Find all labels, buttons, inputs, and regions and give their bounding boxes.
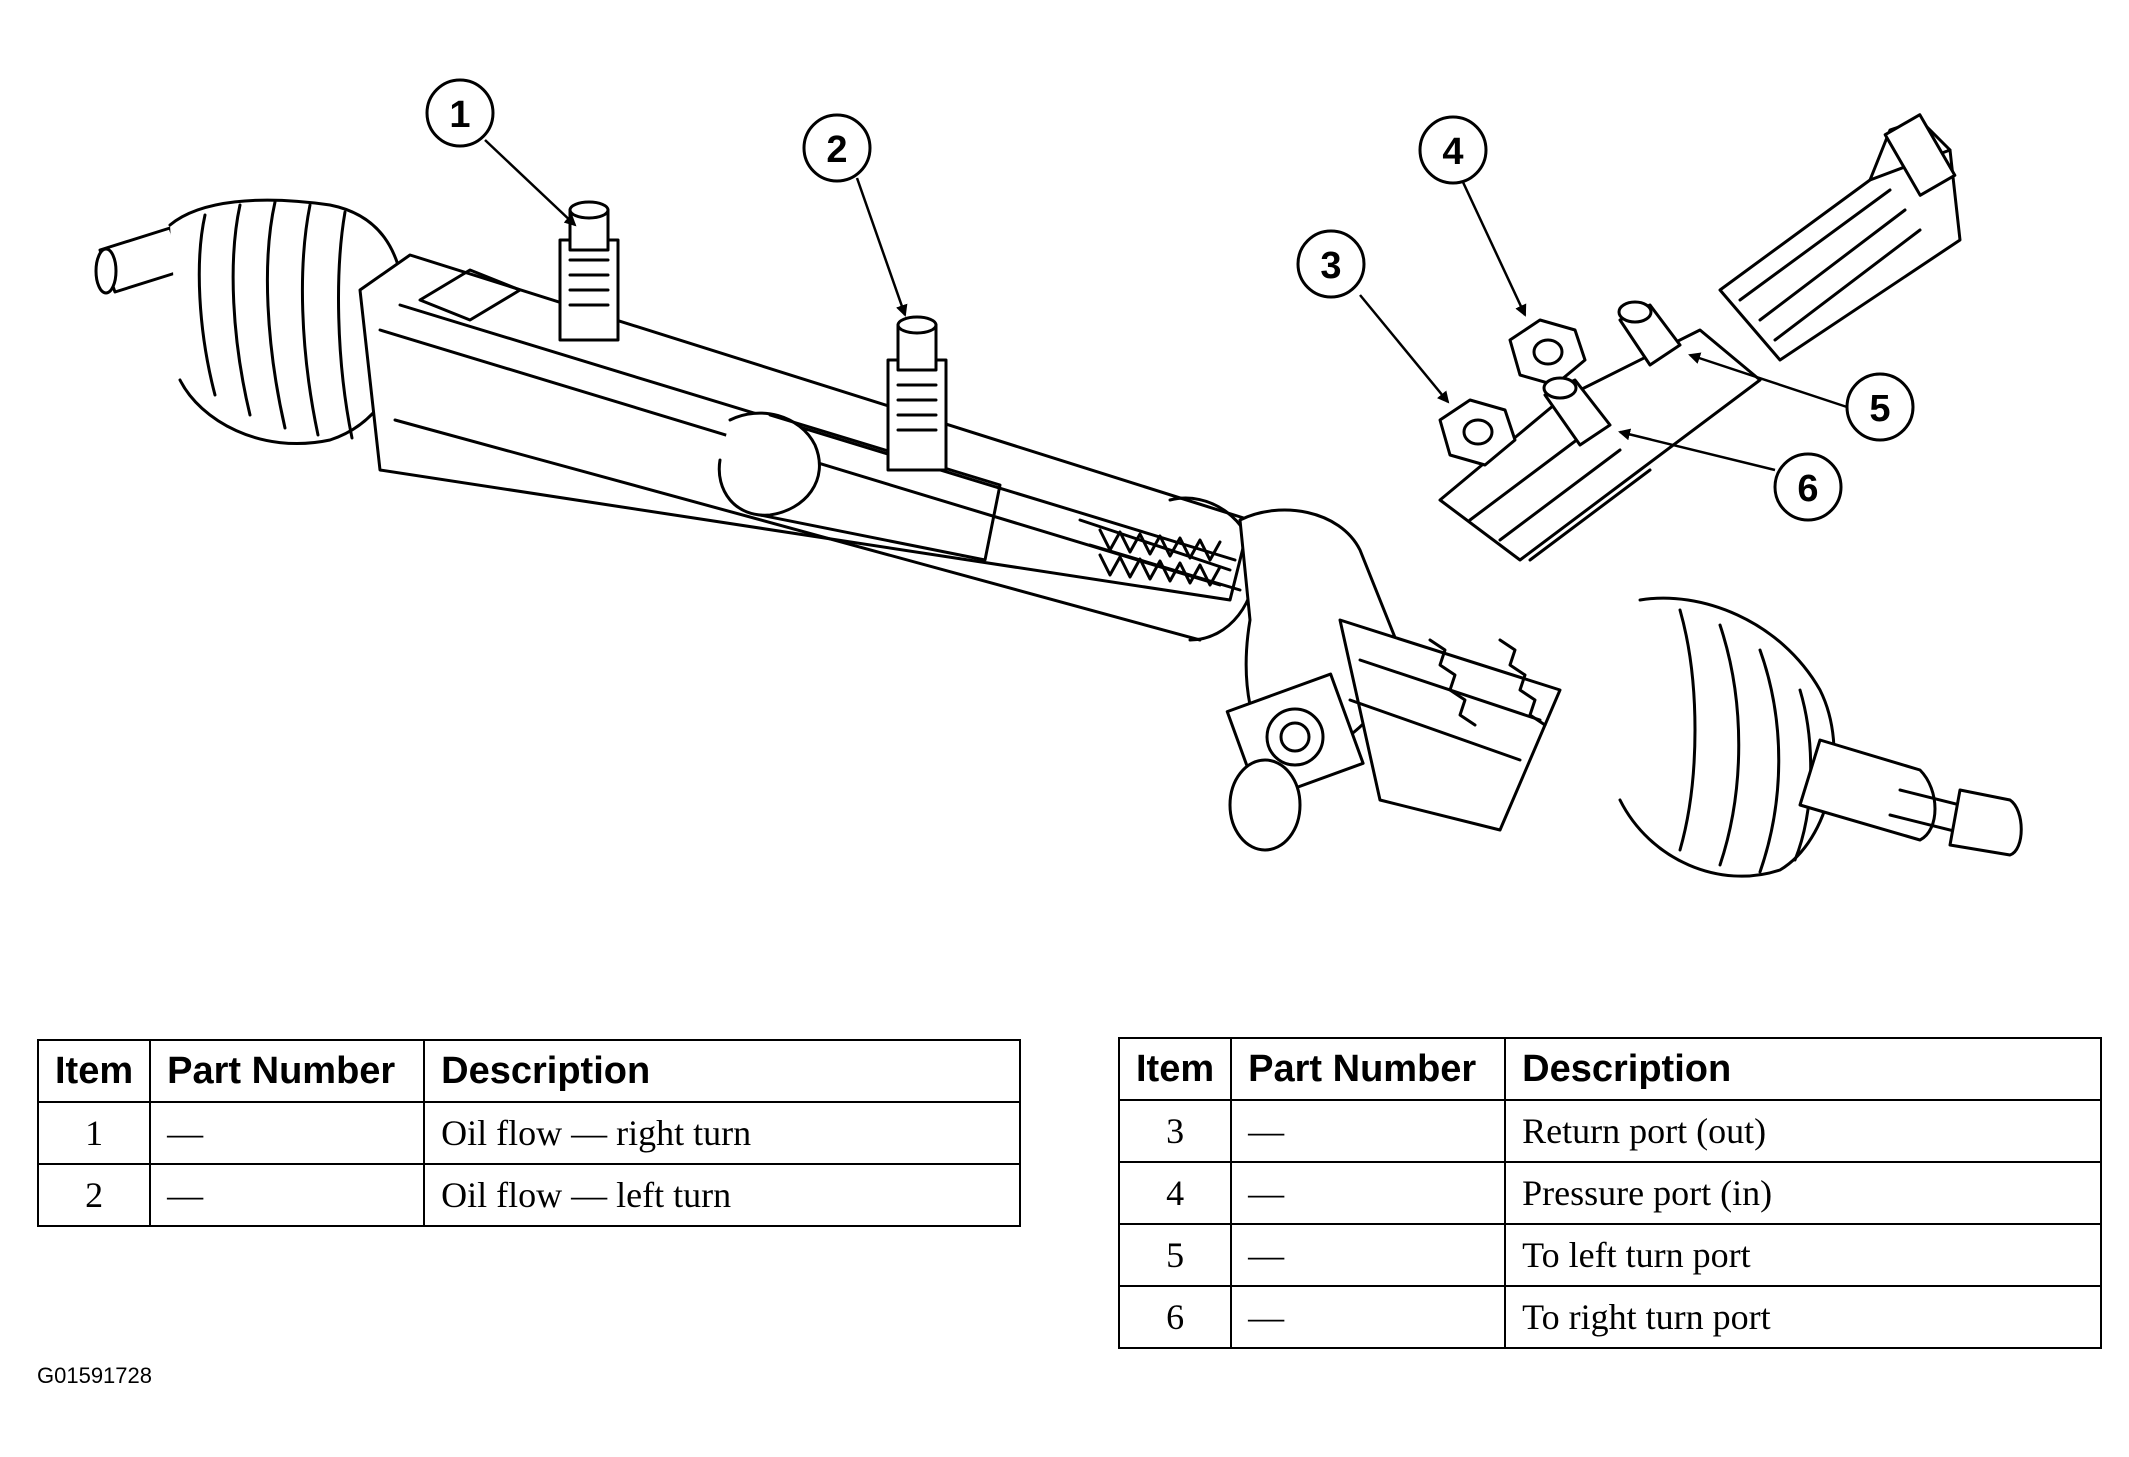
header-description: Description: [1504, 1037, 2102, 1101]
cell-part-number: —: [149, 1101, 426, 1165]
header-description: Description: [423, 1039, 1021, 1103]
parts-table-right: Item Part Number Description 3 — Return …: [1117, 1037, 2102, 1349]
input-shaft: [1718, 113, 1962, 362]
rack-housing: [358, 253, 1257, 642]
callout-2-label: 2: [826, 129, 847, 171]
cell-description: Oil flow — left turn: [423, 1163, 1021, 1227]
cell-item: 4: [1117, 1161, 1233, 1225]
fitting-1: [558, 200, 620, 342]
steering-rack-diagram: 1 2 3 4 5 6: [94, 78, 2023, 878]
cell-description: To right turn port: [1504, 1285, 2102, 1349]
table-row: 6 — To right turn port: [1117, 1285, 2102, 1349]
table-row: 3 — Return port (out): [1117, 1099, 2102, 1163]
header-item: Item: [1117, 1037, 1233, 1101]
cell-item: 6: [1117, 1285, 1233, 1349]
cell-part-number: —: [1230, 1161, 1507, 1225]
cell-item: 5: [1117, 1223, 1233, 1287]
header-item: Item: [36, 1039, 152, 1103]
callout-4: 4: [1418, 115, 1488, 185]
cell-description: Return port (out): [1504, 1099, 2102, 1163]
table-row: 4 — Pressure port (in): [1117, 1161, 2102, 1225]
callout-6: 6: [1773, 452, 1843, 522]
table-header-row: Item Part Number Description: [36, 1039, 1021, 1103]
port-3-nut: [1438, 398, 1517, 467]
header-part-number: Part Number: [149, 1039, 426, 1103]
callout-4-label: 4: [1442, 131, 1463, 173]
callout-6-label: 6: [1797, 468, 1818, 510]
right-boot: [1618, 596, 1836, 878]
cell-part-number: —: [1230, 1223, 1507, 1287]
header-part-number: Part Number: [1230, 1037, 1507, 1101]
cell-description: Pressure port (in): [1504, 1161, 2102, 1225]
leader-line-6: [1618, 428, 1776, 472]
fitting-2: [886, 315, 948, 472]
callout-5-label: 5: [1869, 388, 1890, 430]
port-4-nut: [1508, 318, 1587, 387]
left-boot: [168, 198, 408, 445]
parts-table-left: Item Part Number Description 1 — Oil flo…: [36, 1039, 1021, 1227]
cell-description: To left turn port: [1504, 1223, 2102, 1287]
port-5-fitting: [1617, 300, 1682, 367]
leader-line-5: [1688, 352, 1851, 410]
leader-line-4: [1460, 179, 1527, 317]
table-header-row: Item Part Number Description: [1117, 1037, 2102, 1101]
callout-3: 3: [1296, 229, 1366, 299]
callout-3-label: 3: [1320, 245, 1341, 287]
cell-item: 2: [36, 1163, 152, 1227]
leader-line-2: [855, 177, 908, 317]
cell-part-number: —: [149, 1163, 426, 1227]
leader-line-3: [1359, 294, 1450, 404]
callout-5: 5: [1845, 372, 1915, 442]
port-6-fitting: [1542, 376, 1612, 447]
table-row: 5 — To left turn port: [1117, 1223, 2102, 1287]
table-row: 2 — Oil flow — left turn: [36, 1163, 1021, 1227]
cell-item: 3: [1117, 1099, 1233, 1163]
valve-body: [1225, 328, 1762, 852]
cell-part-number: —: [1230, 1285, 1507, 1349]
callout-1: 1: [425, 78, 495, 148]
callout-1-label: 1: [449, 94, 470, 136]
leader-line-1: [484, 139, 577, 227]
callout-2: 2: [802, 113, 872, 183]
cell-part-number: —: [1230, 1099, 1507, 1163]
figure-id: G01591728: [37, 1363, 152, 1388]
cell-item: 1: [36, 1101, 152, 1165]
right-tie-rod: [1798, 738, 2023, 857]
cell-description: Oil flow — right turn: [423, 1101, 1021, 1165]
table-row: 1 — Oil flow — right turn: [36, 1101, 1021, 1165]
